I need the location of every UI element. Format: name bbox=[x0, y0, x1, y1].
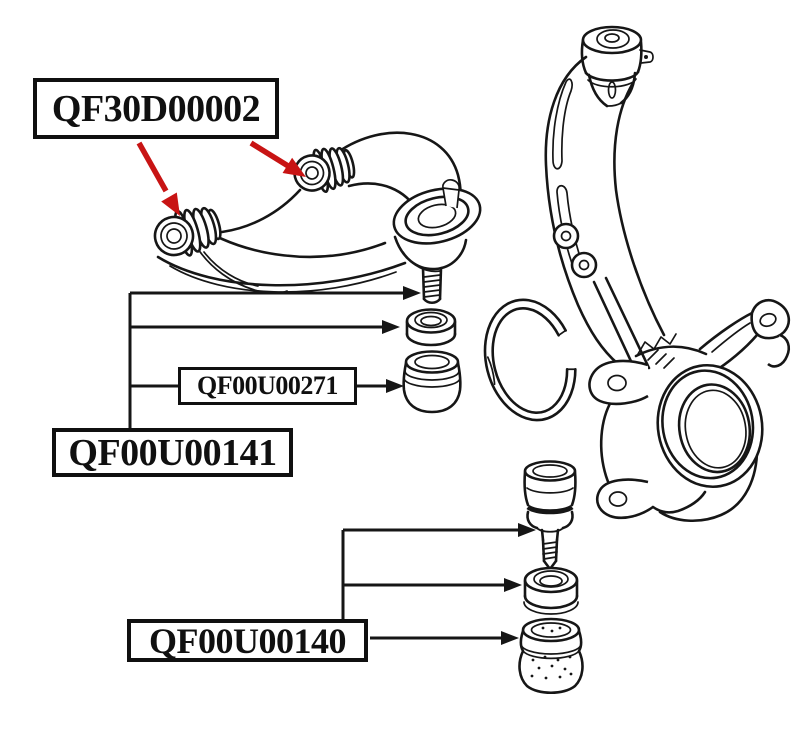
leader-lines-upper-kit bbox=[128, 286, 421, 429]
boot-texture-dots bbox=[530, 626, 573, 680]
callout-upper-ball-joint-kit[interactable]: QF00U00141 bbox=[52, 428, 293, 477]
upper-ball-joint-housing bbox=[392, 179, 482, 273]
front-bushing bbox=[153, 206, 222, 257]
upper-ball-joint-stud bbox=[421, 266, 443, 305]
steering-knuckle-drawing bbox=[544, 25, 791, 523]
upper-dust-seal-drawing bbox=[405, 308, 457, 347]
part-number-label: QF00U00271 bbox=[197, 371, 338, 400]
part-number-label: QF00U00140 bbox=[149, 620, 347, 661]
upper-control-arm-drawing bbox=[153, 131, 482, 305]
part-number-label: QF00U00141 bbox=[68, 431, 277, 474]
rear-bushing bbox=[293, 146, 356, 194]
lower-dust-seal-drawing bbox=[523, 566, 579, 615]
callout-upper-ball-joint-boot[interactable]: QF00U00271 bbox=[178, 367, 357, 405]
snap-ring-drawing bbox=[483, 298, 577, 422]
red-callout-arrows bbox=[136, 140, 311, 221]
leader-lines-lower-kit bbox=[341, 523, 536, 645]
upper-boot-drawing bbox=[402, 350, 462, 414]
lower-ball-joint-drawing bbox=[523, 460, 577, 571]
lower-boot-drawing bbox=[518, 617, 584, 695]
callout-upper-arm-bushings[interactable]: QF30D00002 bbox=[33, 78, 279, 139]
part-number-label: QF30D00002 bbox=[51, 87, 261, 130]
callout-lower-ball-joint-kit[interactable]: QF00U00140 bbox=[127, 619, 368, 662]
